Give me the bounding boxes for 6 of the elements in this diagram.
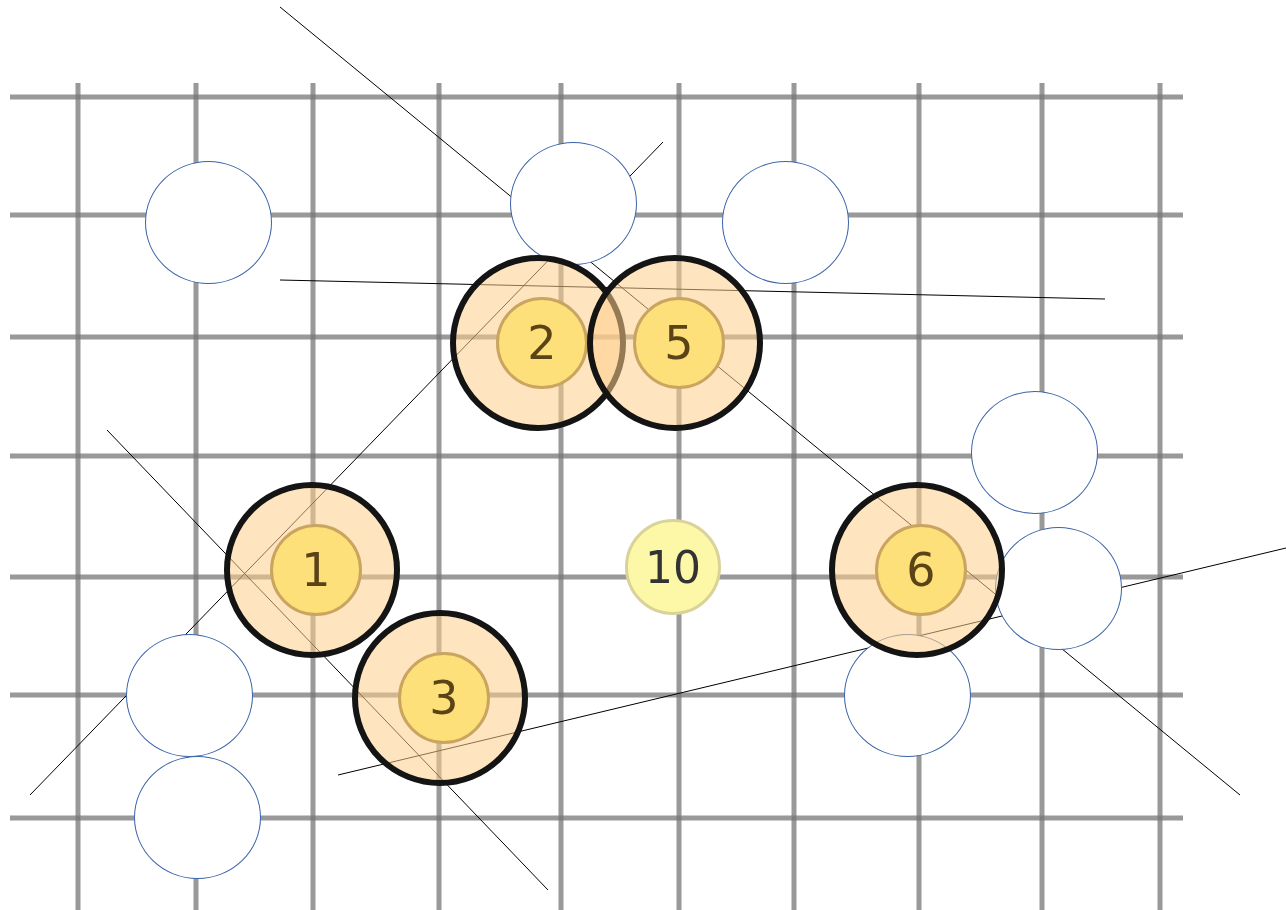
- numbered-stone: 10: [625, 519, 721, 615]
- numbered-stone: 2: [496, 297, 588, 389]
- numbered-stone: 6: [875, 524, 967, 616]
- numbered-stone: 3: [398, 652, 490, 744]
- numbered-stone: 1: [270, 524, 362, 616]
- numbered-stone: 5: [633, 297, 725, 389]
